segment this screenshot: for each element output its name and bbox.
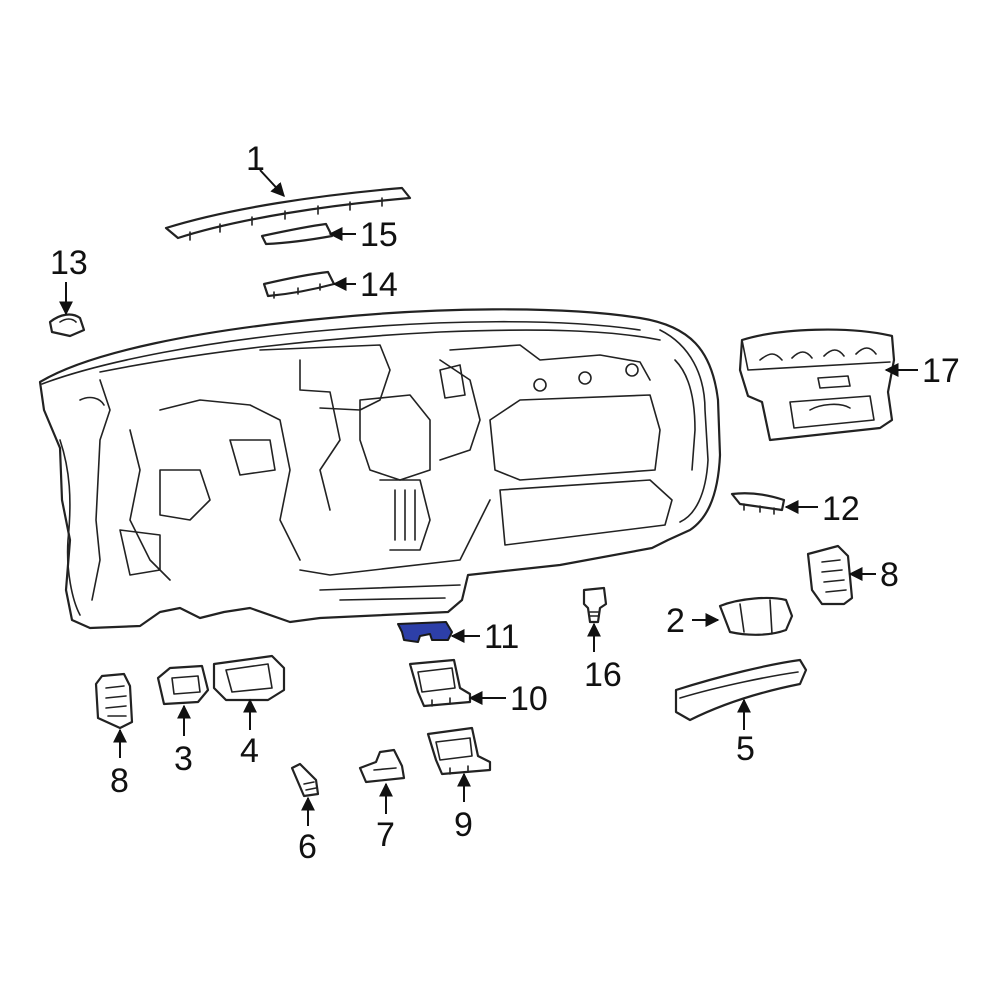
callout-12: 12 (822, 490, 860, 528)
part-11-highlighted-bracket (397, 621, 453, 643)
part-5-lower-trim (674, 658, 808, 722)
part-6-clip (290, 762, 320, 798)
callout-13: 13 (50, 244, 88, 282)
callout-1: 1 (246, 140, 265, 178)
leader-arrows (59, 169, 918, 826)
callout-8-left: 8 (110, 762, 129, 800)
part-12-bracket (730, 492, 786, 515)
part-16-clip (582, 586, 608, 624)
callout-labels: 1 15 14 13 17 12 8 2 16 11 10 5 8 3 4 6 … (50, 140, 960, 866)
callout-10: 10 (510, 680, 548, 718)
part-8-left-vent (94, 672, 134, 730)
callout-15: 15 (360, 216, 398, 254)
part-10-bracket (408, 658, 472, 708)
callout-9: 9 (454, 806, 473, 844)
callout-2: 2 (666, 602, 685, 640)
part-15-trim-panel (260, 222, 334, 246)
callout-3: 3 (174, 740, 193, 778)
callout-14: 14 (360, 266, 398, 304)
callout-4: 4 (240, 732, 259, 770)
part-1-top-trim (164, 186, 412, 241)
instrument-panel (38, 308, 722, 630)
callout-11: 11 (484, 618, 519, 656)
part-9-bracket (426, 726, 492, 776)
part-2-vent-duct (718, 596, 794, 636)
part-4-duct (212, 654, 286, 702)
callout-5: 5 (736, 730, 755, 768)
callout-17: 17 (922, 352, 960, 390)
part-14-trim-panel (262, 270, 336, 299)
part-8-right-vent (806, 544, 854, 606)
callout-8-right: 8 (880, 556, 899, 594)
callout-16: 16 (584, 656, 622, 694)
callout-6: 6 (298, 828, 317, 866)
part-3-vent-bezel (156, 664, 210, 706)
part-7-bracket (358, 748, 406, 784)
callout-7: 7 (376, 816, 395, 854)
part-13-end-cap (48, 313, 86, 338)
part-17-airbag-module (738, 328, 896, 442)
